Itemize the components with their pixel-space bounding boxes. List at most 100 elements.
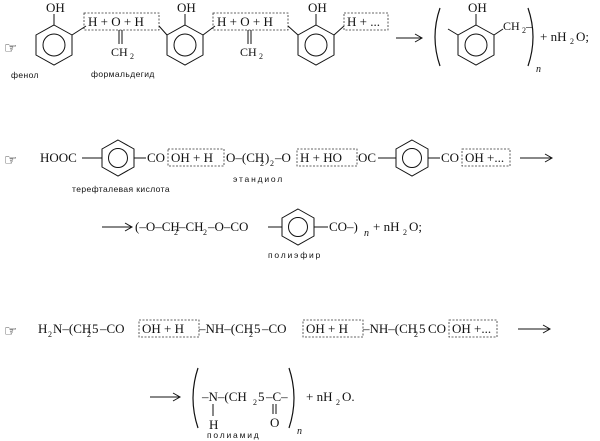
svg-text:O;: O; bbox=[409, 219, 422, 234]
amine-label: H bbox=[38, 321, 47, 336]
left-parenthesis bbox=[434, 7, 441, 67]
svg-text:O.: O. bbox=[342, 389, 355, 404]
diol-chain-label: O–(CH bbox=[226, 150, 264, 165]
eliminated-water-box bbox=[138, 319, 200, 338]
svg-text:5: 5 bbox=[92, 321, 99, 336]
svg-text:–: – bbox=[525, 19, 533, 33]
carbonyl-label: CO bbox=[147, 150, 165, 165]
amide-chain-label: –NH–(CH bbox=[198, 321, 253, 336]
eliminated-group-label: OH + H bbox=[142, 321, 184, 336]
right-parenthesis bbox=[527, 7, 534, 67]
caption-phenol: фенол bbox=[11, 70, 39, 80]
benzene-ring-2 bbox=[158, 14, 216, 66]
reaction-phenol-formaldehyde: ☞ OH H + O + H CH 2 фенол формальдегид O… bbox=[4, 0, 589, 80]
reaction-arrow bbox=[518, 324, 552, 334]
benzene-ring-3 bbox=[287, 14, 345, 66]
carbonyl-label: CO bbox=[428, 321, 446, 336]
eliminated-water-box bbox=[302, 319, 364, 338]
svg-text:2: 2 bbox=[48, 330, 52, 339]
reaction-polyamide: ☞ H 2 N–(CH 2 5 –CO OH + H –NH–(CH 2 5 –… bbox=[4, 319, 552, 440]
carbonyl-label: CO bbox=[441, 150, 459, 165]
benzene-ring-1 bbox=[35, 14, 73, 66]
oxygen-label: O bbox=[270, 415, 279, 430]
benzene-ring-terephthalic bbox=[378, 139, 440, 177]
eliminated-group-label: H + O + H bbox=[88, 14, 144, 29]
pointing-hand-icon: ☞ bbox=[4, 39, 17, 57]
polymer-index: n bbox=[297, 426, 302, 437]
eliminated-water-box bbox=[448, 319, 498, 338]
polyester-chain-label: (–O–CH bbox=[135, 219, 180, 234]
eliminated-group-label: H + O + H bbox=[217, 14, 273, 29]
pointing-hand-icon: ☞ bbox=[4, 151, 17, 169]
svg-text:5: 5 bbox=[258, 389, 265, 404]
polymer-index: n bbox=[536, 64, 541, 75]
caption-formaldehyde: формальдегид bbox=[91, 69, 155, 79]
svg-text:2: 2 bbox=[414, 330, 418, 339]
eliminated-group-label: H + ... bbox=[347, 14, 380, 29]
reaction-arrow bbox=[150, 392, 182, 402]
right-parenthesis bbox=[288, 367, 295, 429]
svg-text:2: 2 bbox=[203, 228, 207, 237]
eliminated-group-label: OH +... bbox=[452, 321, 491, 336]
ester-label: OC bbox=[358, 150, 376, 165]
svg-text:2: 2 bbox=[174, 228, 178, 237]
hydroxyl-label: OH bbox=[468, 0, 487, 15]
eliminated-water-box bbox=[343, 12, 389, 31]
methylene-label: CH bbox=[503, 19, 520, 33]
eliminated-water-box bbox=[296, 148, 358, 167]
svg-text:–C–: –C– bbox=[265, 389, 288, 404]
eliminated-group-label: OH + H bbox=[171, 150, 213, 165]
reaction-arrow bbox=[396, 33, 424, 43]
left-parenthesis bbox=[192, 367, 199, 429]
carboxyl-label: HOOC bbox=[40, 150, 77, 165]
svg-text:2: 2 bbox=[260, 159, 264, 168]
reaction-terephthalic-ethanediol: ☞ HOOC CO OH + H O–(CH 2 ) 2 –O H + HO O… bbox=[4, 139, 554, 260]
benzene-ring-polyester bbox=[268, 208, 328, 246]
byproduct-label: + nH bbox=[373, 219, 399, 234]
reaction-arrow bbox=[520, 153, 554, 163]
svg-text:2: 2 bbox=[253, 398, 257, 407]
eliminated-water-box bbox=[167, 148, 225, 167]
svg-text:2: 2 bbox=[259, 52, 263, 61]
caption-ethanediol: этандиол bbox=[233, 174, 284, 184]
svg-text:2: 2 bbox=[570, 37, 574, 46]
carbonyl-label: –CO bbox=[99, 321, 125, 336]
hydrogen-label: H bbox=[209, 417, 218, 432]
carbonyl-label: –CO bbox=[261, 321, 287, 336]
svg-text:O;: O; bbox=[576, 29, 589, 44]
svg-text:2: 2 bbox=[270, 159, 274, 168]
eliminated-water-box bbox=[461, 148, 511, 167]
eliminated-group-label: OH + H bbox=[306, 321, 348, 336]
hydroxyl-label: OH bbox=[308, 0, 327, 15]
byproduct-label: + nH bbox=[540, 29, 566, 44]
eliminated-group-label: OH +... bbox=[465, 150, 504, 165]
product-ring bbox=[447, 14, 504, 66]
svg-text:–O: –O bbox=[274, 150, 291, 165]
svg-text:2: 2 bbox=[249, 330, 253, 339]
svg-text:2: 2 bbox=[336, 398, 340, 407]
svg-text:5: 5 bbox=[254, 321, 261, 336]
svg-text:2: 2 bbox=[522, 26, 526, 35]
carbonyl-label: CO–) bbox=[329, 219, 358, 234]
benzene-ring-terephthalic bbox=[82, 139, 146, 177]
svg-text:): ) bbox=[265, 150, 269, 165]
svg-text:N–(CH: N–(CH bbox=[53, 321, 91, 336]
caption-polyamide: полиамид bbox=[207, 430, 261, 440]
svg-text:–O–CO: –O–CO bbox=[207, 219, 248, 234]
polymer-index: n bbox=[364, 228, 369, 239]
methylene-label: CH bbox=[240, 45, 257, 59]
byproduct-label: + nH bbox=[306, 389, 332, 404]
svg-text:5: 5 bbox=[419, 321, 426, 336]
eliminated-group-label: H + HO bbox=[300, 150, 342, 165]
svg-text:2: 2 bbox=[130, 52, 134, 61]
methylene-label: CH bbox=[111, 45, 128, 59]
hydroxyl-label: OH bbox=[177, 0, 196, 15]
amide-chain-label: –NH–(CH bbox=[362, 321, 417, 336]
svg-text:2: 2 bbox=[87, 330, 91, 339]
caption-polyester: полиэфир bbox=[268, 250, 322, 260]
polyamide-chain-label: –N–(CH bbox=[201, 389, 247, 404]
reaction-arrow bbox=[102, 222, 134, 232]
svg-text:–CH: –CH bbox=[178, 219, 204, 234]
hydroxyl-label: OH bbox=[46, 0, 65, 15]
